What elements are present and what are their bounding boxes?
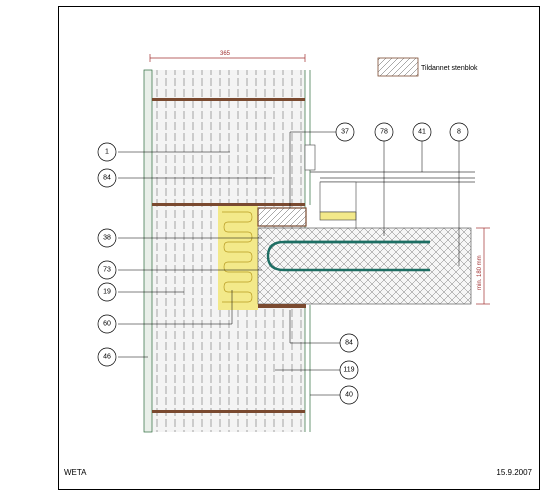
callouts-bottom-right: 84 119 40 [275,310,359,405]
legend: Tildannet stenblok [377,57,478,77]
callout-41-label: 41 [418,129,426,136]
callout-37 [335,122,355,142]
callout-38 [97,228,117,248]
footer-date: 15.9.2007 [496,468,532,477]
callout-1 [97,142,117,162]
callout-1-label: 1 [105,149,109,156]
callout-8-label: 8 [457,129,461,136]
masonry-wall [143,69,311,433]
slab-height-dimension: min. 180 mm [476,227,490,305]
callout-19 [97,282,117,302]
floor-finish [304,144,475,228]
callout-119 [339,360,359,380]
wall-width-label: 365 [220,51,231,57]
insulation [218,206,258,310]
drawing-frame [58,6,540,490]
callout-78-label: 78 [380,129,388,136]
callout-84-bottom [339,333,359,353]
callout-84-top-label: 84 [103,175,111,182]
rebar [266,240,430,272]
legend-label: Tildannet stenblok [421,65,478,72]
legend-swatch [377,57,419,77]
callouts-top-right: 37 78 41 8 [289,122,469,266]
wall-width-dimension: 365 [149,51,306,62]
bearing-blocks [257,207,307,308]
callout-60-label: 60 [103,321,111,328]
callout-60 [97,314,117,334]
callout-119-label: 119 [343,367,354,374]
callout-84-top [97,168,117,188]
callout-37-label: 37 [341,129,349,136]
callout-73 [97,260,117,280]
callout-84-bottom-label: 84 [345,340,353,347]
callout-41 [412,122,432,142]
callout-73-label: 73 [103,267,111,274]
callout-40 [339,385,359,405]
footer-left: WETA [64,468,87,477]
callout-8 [449,122,469,142]
callouts-left: 1 84 38 73 19 60 46 [97,142,272,367]
callout-19-label: 19 [103,289,111,296]
callout-46-label: 46 [103,354,111,361]
callout-46 [97,347,117,367]
callout-38-label: 38 [103,235,111,242]
slab-height-label: min. 180 mm [477,255,483,290]
callout-78 [374,122,394,142]
callout-40-label: 40 [345,392,353,399]
floor-slab [257,227,472,305]
